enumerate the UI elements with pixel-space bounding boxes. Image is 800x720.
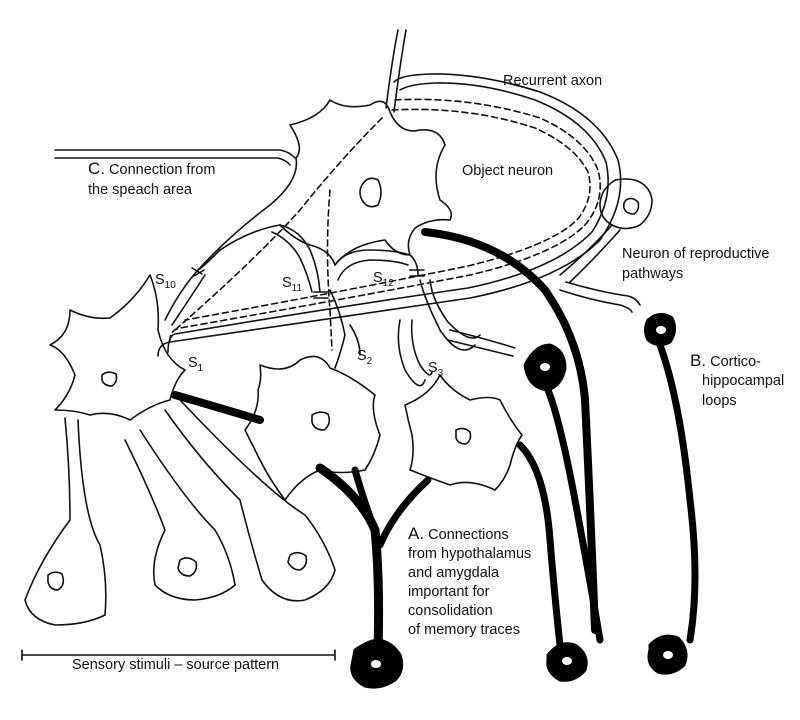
label-a-line1: A. Connections xyxy=(408,525,509,544)
lower-pyramidal-neuron-2 xyxy=(124,429,236,601)
dashed-pathway xyxy=(169,98,601,351)
reproductive-neuron-label-1: Neuron of reproductive xyxy=(622,246,770,262)
label-a-line5: consolidation xyxy=(408,603,493,619)
sensory-stimuli-label: Sensory stimuli – source pattern xyxy=(72,657,280,673)
reproductive-neuron xyxy=(559,178,653,313)
label-a-line4: important for xyxy=(408,584,490,600)
synapse-label-s2: S2 xyxy=(357,348,373,367)
left-sensory-neuron xyxy=(49,274,186,421)
label-b-line1: B. Cortico- xyxy=(690,352,761,371)
object-neuron xyxy=(197,99,453,271)
synapse-label-s3: S3 xyxy=(428,360,444,379)
dendrite-branches xyxy=(164,224,516,387)
label-b-text1: Cortico- xyxy=(710,354,761,370)
label-b-letter: B. xyxy=(690,351,707,370)
label-b-line3: loops xyxy=(702,393,737,409)
synapse-label-s1: S1 xyxy=(188,355,204,374)
right-lower-neuron xyxy=(404,374,523,491)
label-a-line2: from hypothalamus xyxy=(408,546,532,562)
label-c-letter: C. xyxy=(88,159,105,178)
label-a-text1: Connections xyxy=(428,527,509,543)
synapse-label-s10: S10 xyxy=(155,272,176,291)
label-c-line2: the speach area xyxy=(88,182,192,198)
recurrent-axon-loop xyxy=(157,73,622,357)
lower-pyramidal-neuron-1 xyxy=(24,417,107,626)
lower-pyramidal-neuron-3 xyxy=(164,399,336,602)
scale-bar xyxy=(21,649,336,661)
speech-area-axon xyxy=(54,149,296,166)
hypothalamic-fiber xyxy=(171,391,432,689)
label-b-line2: hippocampal xyxy=(702,373,785,389)
synapse-markers xyxy=(191,267,425,299)
synapse-label-s12: S12 xyxy=(373,270,394,289)
label-c-text1: Connection from xyxy=(109,162,216,178)
synapse-label-s11: S11 xyxy=(282,275,303,294)
top-axon xyxy=(385,29,407,113)
cortico-hippocampal-fiber-1 xyxy=(421,228,599,682)
middle-neuron xyxy=(244,355,381,501)
recurrent-axon-label: Recurrent axon xyxy=(503,73,603,89)
label-a-line6: of memory traces xyxy=(408,622,520,638)
reproductive-neuron-label-2: pathways xyxy=(622,266,684,282)
label-c-line1: C. Connection from xyxy=(88,160,215,179)
cortico-hippocampal-fiber-3 xyxy=(644,313,699,675)
fiber-nuclei xyxy=(371,326,673,668)
label-a-letter: A. xyxy=(408,524,425,543)
object-neuron-label: Object neuron xyxy=(462,163,554,179)
label-a-line3: and amygdala xyxy=(408,565,500,581)
